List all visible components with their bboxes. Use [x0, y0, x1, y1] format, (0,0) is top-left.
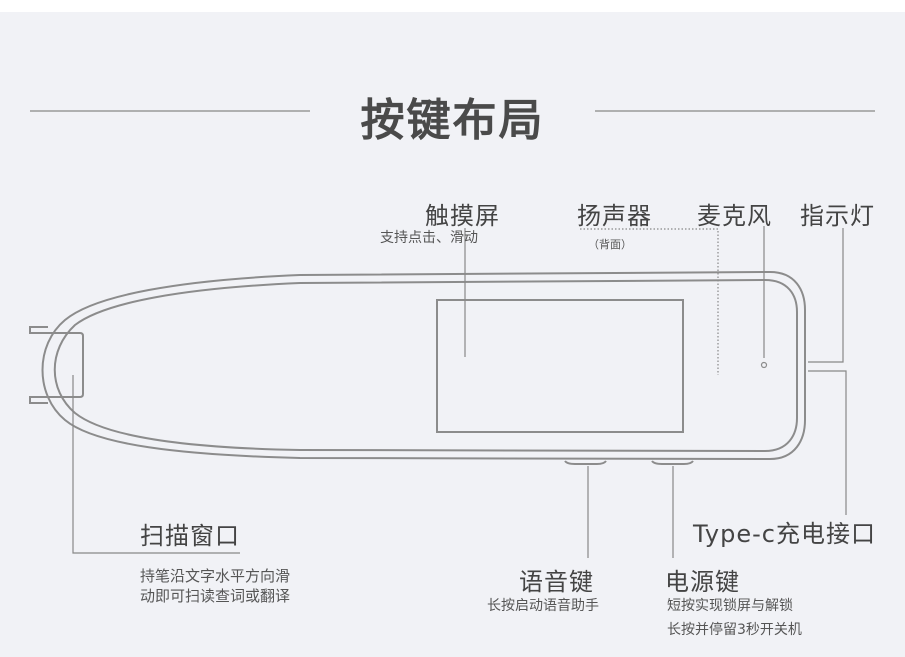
top-band	[0, 0, 905, 12]
microphone-hole	[760, 361, 768, 369]
speaker-note: （背面）	[588, 238, 632, 251]
touchscreen-label: 触摸屏	[425, 202, 500, 230]
scan-tab-top	[29, 326, 48, 334]
leader-lines	[72, 226, 847, 558]
power-key-desc-1: 短按实现锁屏与解锁	[667, 598, 793, 614]
pen-outer-outline	[41, 270, 806, 461]
speaker-label: 扬声器	[577, 202, 652, 230]
power-key-label: 电源键	[665, 568, 740, 596]
voice-key-label: 语音键	[519, 568, 594, 596]
scan-tab-bottom	[29, 396, 48, 404]
speaker-leader	[580, 228, 719, 375]
typec-label: Type-c充电接口	[693, 520, 876, 548]
scan-window-label: 扫描窗口	[140, 522, 240, 550]
microphone-label: 麦克风	[697, 202, 772, 230]
power-key-shape	[651, 460, 694, 465]
indicator-leader	[808, 228, 844, 363]
indicator-label: 指示灯	[800, 202, 875, 230]
power-key-desc-2: 长按并停留3秒开关机	[667, 622, 802, 638]
touchscreen-desc: 支持点击、滑动	[380, 230, 478, 246]
touchscreen-outline	[436, 299, 684, 433]
voice-key-desc: 长按启动语音助手	[487, 598, 599, 614]
scan-window-desc-2: 动即可扫读查词或翻译	[140, 587, 291, 605]
scan-window-outline	[40, 332, 84, 398]
voice-key-shape	[564, 460, 607, 465]
page-title: 按键布局	[360, 95, 545, 146]
scan-window-leader	[72, 375, 240, 554]
scan-window-desc-1: 持笔沿文字水平方向滑	[140, 567, 291, 585]
typec-leader	[808, 370, 847, 515]
pen-inner-outline	[53, 278, 798, 453]
